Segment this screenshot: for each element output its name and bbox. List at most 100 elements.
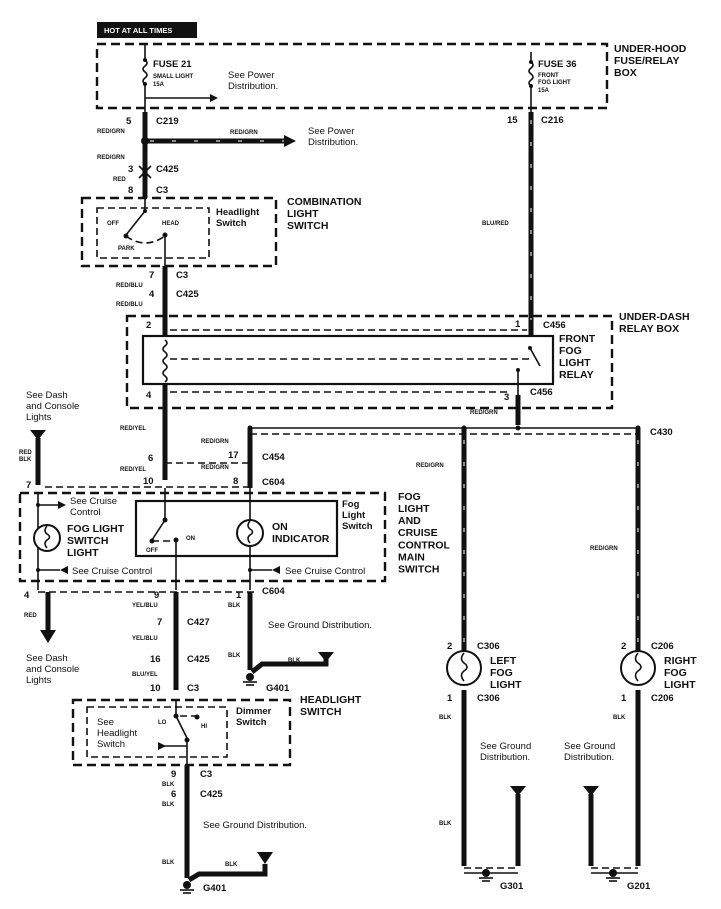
arrow-icon: [318, 652, 334, 662]
c425-pin: 4: [149, 289, 155, 300]
text-line: LIGHT: [559, 357, 591, 369]
text-line: LIGHT: [490, 679, 522, 691]
wire-color: RED/BLU: [116, 302, 143, 308]
wire-color: BLK: [162, 802, 175, 808]
text-line: Lights: [26, 412, 52, 423]
text-line: FOG LIGHT: [67, 523, 125, 535]
arrow-icon: [272, 566, 280, 574]
text-line: BOX: [614, 67, 637, 79]
text-line: and Console: [26, 664, 79, 675]
fuse-36: [528, 52, 534, 112]
text-line: LIGHT: [664, 679, 696, 691]
wire-color: RED/GRN: [590, 546, 618, 552]
c604-label: C604: [262, 477, 285, 488]
wire-color: BLK: [228, 603, 241, 609]
c425-pin: 16: [150, 654, 161, 665]
c425-label: C425: [156, 164, 179, 175]
wire-color: RED/GRN: [97, 129, 125, 135]
text-line: Switch: [236, 717, 267, 728]
g401-label: G401: [266, 683, 290, 694]
wire-color: RED/GRN: [230, 130, 258, 136]
text-line: Distribution.: [308, 137, 358, 148]
c306-pin: 1: [447, 693, 453, 704]
text-line: Headlight: [216, 207, 260, 218]
arrow-icon: [257, 852, 273, 864]
c604-pin: 10: [143, 476, 154, 487]
wire-color: BLU/YEL: [132, 672, 158, 678]
c206-pin: 2: [621, 641, 626, 652]
wire-color: BLK: [228, 653, 241, 659]
switch-head-label: HEAD: [162, 221, 180, 227]
text-line: and Console: [26, 401, 79, 412]
relay-coil-icon: [162, 339, 168, 383]
text-line: See Dash: [26, 653, 68, 664]
arrow-icon: [158, 742, 166, 750]
c425-label: C425: [176, 289, 199, 300]
right-fog-light-bulb-icon: [620, 650, 656, 686]
headlight-switch-inner-box: [96, 207, 210, 259]
ground-ref-2: See Ground Distribution.: [203, 820, 307, 831]
wire-color: RED/GRN: [201, 465, 229, 471]
text-line: Distribution.: [480, 752, 530, 763]
banner-text: HOT AT ALL TIMES: [104, 26, 172, 35]
c604-pin: 1: [236, 590, 242, 601]
c456-pin: 3: [504, 392, 509, 403]
text-line: BLK: [19, 457, 32, 463]
wire-color: RED/YEL: [120, 467, 146, 473]
c456-label: C456: [530, 387, 553, 398]
hot-at-all-times-banner: [97, 22, 197, 38]
text-line: SWITCH: [398, 563, 439, 575]
ground-icon: [479, 869, 493, 882]
g301-label: G301: [500, 881, 524, 892]
combination-light-switch-box: [80, 196, 278, 268]
ground-ref-1: See Ground Distribution.: [268, 620, 372, 631]
c3-label: C3: [187, 683, 199, 694]
headlight-switch-contacts: [123, 198, 168, 272]
text-line: RED: [19, 450, 32, 456]
c206-label: C206: [651, 693, 674, 704]
text-line: SWITCH: [67, 535, 108, 547]
wire-color: BLK: [162, 860, 175, 866]
fog-switch-off-label: OFF: [146, 548, 158, 554]
text-line: LIGHT: [67, 547, 99, 559]
c216-pin: 15: [507, 115, 518, 126]
dimmer-hi-label: HI: [201, 724, 207, 730]
c306-label: C306: [477, 693, 500, 704]
c454-label: C454: [262, 452, 285, 463]
cruise-ref-2: See Cruise Control: [72, 566, 152, 577]
arrow-icon: [284, 135, 296, 147]
c425-pin: 3: [128, 164, 133, 175]
text-line: Switch: [342, 521, 373, 532]
text-line: SWITCH: [300, 706, 341, 718]
c3-label: C3: [200, 769, 212, 780]
c206-pin: 1: [621, 693, 627, 704]
c425-label: C425: [200, 789, 223, 800]
wire-color: BLK: [288, 658, 301, 664]
wire-color: BLK: [613, 715, 626, 721]
wire-color: RED: [24, 613, 37, 619]
c3-pin: 7: [149, 270, 154, 281]
text-line: RIGHT: [664, 655, 697, 667]
arrow-icon: [210, 94, 218, 102]
text-line: SWITCH: [287, 220, 328, 232]
text-line: See: [97, 717, 114, 728]
c604-label: C604: [262, 586, 285, 597]
c3-label: C3: [156, 185, 168, 196]
fuse21-name: FUSE 21: [153, 59, 192, 70]
c216-label: C216: [541, 115, 564, 126]
text-line: FOG LIGHT: [538, 80, 571, 86]
text-line: See Power: [308, 126, 354, 137]
g401-label: G401: [203, 883, 227, 894]
